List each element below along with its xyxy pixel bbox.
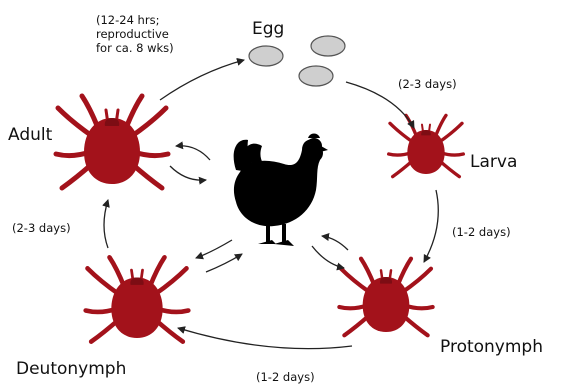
duration-protonymph-to-deutonymph: (1-2 days) (256, 370, 315, 384)
hen-silhouette-icon (234, 134, 328, 247)
duration-adult-to-egg-line3: for ca. 8 wks) (96, 41, 174, 55)
adult-mite-icon (56, 96, 168, 188)
stage-label-protonymph: Protonymph (440, 337, 543, 357)
arrow-hen-to-adult (176, 146, 210, 160)
arrow-adult-to-hen (170, 166, 206, 180)
arrow-deutonymph-to-hen (206, 254, 242, 272)
duration-larva-to-protonymph: (1-2 days) (452, 225, 511, 239)
egg-icon (299, 66, 333, 86)
duration-deutonymph-to-adult: (2-3 days) (12, 221, 71, 235)
larva-mite-icon (389, 115, 464, 176)
duration-egg-to-larva: (2-3 days) (398, 77, 457, 91)
stage-label-egg: Egg (252, 19, 284, 39)
arrow-protonymph-to-hen (322, 236, 348, 250)
arrow-protonymph-to-deutonymph (178, 328, 352, 349)
arrow-deutonymph-to-adult (104, 200, 108, 248)
egg-icon (249, 46, 283, 66)
arrow-hen-to-protonymph (312, 246, 344, 268)
stage-label-adult: Adult (8, 125, 53, 145)
arrow-larva-to-protonymph (424, 190, 438, 262)
arrow-adult-to-egg (160, 60, 244, 100)
egg-cluster (249, 36, 345, 86)
duration-adult-to-egg-line2: reproductive (96, 27, 169, 41)
deutonymph-mite-icon (86, 257, 189, 341)
stage-label-deutonymph: Deutonymph (16, 359, 126, 379)
stage-label-larva: Larva (470, 152, 517, 172)
protonymph-mite-icon (339, 259, 432, 336)
egg-icon (311, 36, 345, 56)
arrow-hen-to-deutonymph (196, 240, 232, 258)
duration-adult-to-egg-line1: (12-24 hrs; (96, 13, 159, 27)
